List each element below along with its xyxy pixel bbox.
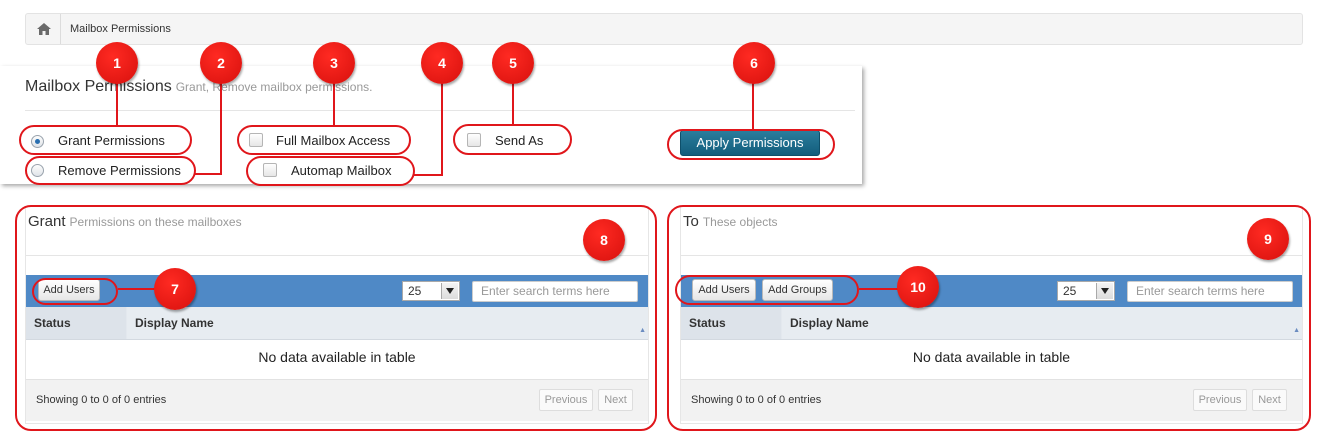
to-title: To: [683, 213, 699, 230]
annotation-ring-to-buttons: [675, 275, 859, 305]
chevron-down-icon[interactable]: [1096, 283, 1113, 299]
to-subtitle: These objects: [702, 215, 778, 229]
breadcrumb: Mailbox Permissions: [25, 13, 1303, 45]
annotation-ring-to-panel: [667, 205, 1311, 431]
to-table-footer: Showing 0 to 0 of 0 entries Previous Nex…: [681, 379, 1302, 421]
to-page-size-select[interactable]: 25: [1057, 281, 1115, 301]
to-table-info: Showing 0 to 0 of 0 entries: [691, 394, 822, 406]
grant-table-header: Status Display Name ▲: [26, 307, 648, 340]
chevron-down-icon[interactable]: [441, 283, 458, 299]
automap-mailbox-label[interactable]: Automap Mailbox: [291, 163, 392, 178]
column-status[interactable]: Status: [26, 307, 126, 339]
to-table-header: Status Display Name ▲: [681, 307, 1302, 340]
annotation-line-6: [752, 82, 754, 130]
column-display-name-label: Display Name: [790, 316, 869, 330]
callout-5: 5: [492, 42, 534, 84]
divider: [681, 255, 1302, 256]
annotation-ring-grant-add-users: [32, 278, 118, 305]
to-empty-row: No data available in table: [912, 349, 1071, 365]
full-mailbox-access-label[interactable]: Full Mailbox Access: [276, 133, 391, 148]
callout-2: 2: [200, 42, 242, 84]
to-toolbar: Add Users Add Groups 25 Enter search ter…: [681, 275, 1302, 307]
home-icon[interactable]: [36, 22, 52, 36]
column-display-name[interactable]: Display Name ▲: [782, 307, 1302, 339]
annotation-ring-grant-panel: [15, 205, 657, 431]
callout-3: 3: [313, 42, 355, 84]
callout-8: 8: [583, 219, 625, 261]
to-next-button[interactable]: Next: [1252, 389, 1287, 411]
callout-10: 10: [897, 266, 939, 308]
grant-table-footer: Showing 0 to 0 of 0 entries Previous Nex…: [26, 379, 648, 421]
callout-4: 4: [421, 42, 463, 84]
callout-6: 6: [733, 42, 775, 84]
annotation-ring-remove: [25, 156, 196, 185]
panel-title: Mailbox Permissions: [25, 78, 172, 95]
grant-subtitle: Permissions on these mailboxes: [69, 215, 242, 229]
annotation-ring-full-access: [237, 125, 411, 155]
annotation-line-2b: [195, 173, 222, 175]
to-search-input[interactable]: Enter search terms here: [1127, 281, 1293, 302]
panel-subtitle: Grant, Remove mailbox permissions.: [175, 80, 373, 94]
annotation-line-3: [333, 82, 335, 126]
breadcrumb-separator: [60, 14, 61, 44]
grant-table-info: Showing 0 to 0 of 0 entries: [36, 394, 167, 406]
divider: [25, 110, 855, 111]
annotation-line-10: [859, 288, 899, 290]
to-previous-button[interactable]: Previous: [1193, 389, 1247, 411]
annotation-line-1: [116, 82, 118, 127]
to-add-groups-button[interactable]: Add Groups: [762, 279, 833, 301]
annotation-ring-grant: [19, 125, 192, 155]
callout-7: 7: [154, 268, 196, 310]
to-page-size-value: 25: [1063, 284, 1077, 298]
grant-previous-button[interactable]: Previous: [539, 389, 593, 411]
grant-permissions-label[interactable]: Grant Permissions: [58, 133, 165, 148]
sort-icon[interactable]: ▲: [639, 327, 646, 334]
grant-toolbar: Add Users 25 Enter search terms here: [26, 275, 648, 307]
annotation-line-4a: [441, 82, 443, 175]
callout-9: 9: [1247, 218, 1289, 260]
grant-next-button[interactable]: Next: [598, 389, 633, 411]
grant-search-input[interactable]: Enter search terms here: [472, 281, 638, 302]
send-as-label[interactable]: Send As: [495, 133, 544, 148]
annotation-line-4b: [414, 174, 443, 176]
annotation-line-5: [512, 82, 514, 125]
annotation-line-2a: [220, 82, 222, 174]
breadcrumb-current: Mailbox Permissions: [70, 23, 171, 35]
callout-1: 1: [96, 42, 138, 84]
divider: [26, 255, 648, 256]
grant-page-size-value: 25: [408, 284, 422, 298]
annotation-ring-automap: [246, 156, 415, 186]
grant-page-size-select[interactable]: 25: [402, 281, 460, 301]
column-status[interactable]: Status: [681, 307, 781, 339]
grant-title: Grant: [28, 213, 66, 230]
column-display-name[interactable]: Display Name ▲: [127, 307, 648, 339]
column-display-name-label: Display Name: [135, 316, 214, 330]
sort-icon[interactable]: ▲: [1293, 327, 1300, 334]
remove-permissions-label[interactable]: Remove Permissions: [58, 163, 181, 178]
annotation-line-7: [118, 288, 156, 290]
grant-empty-row: No data available in table: [258, 349, 416, 365]
to-add-users-button[interactable]: Add Users: [692, 279, 756, 301]
annotation-ring-send-as: [453, 124, 572, 155]
annotation-ring-apply: [667, 129, 835, 160]
